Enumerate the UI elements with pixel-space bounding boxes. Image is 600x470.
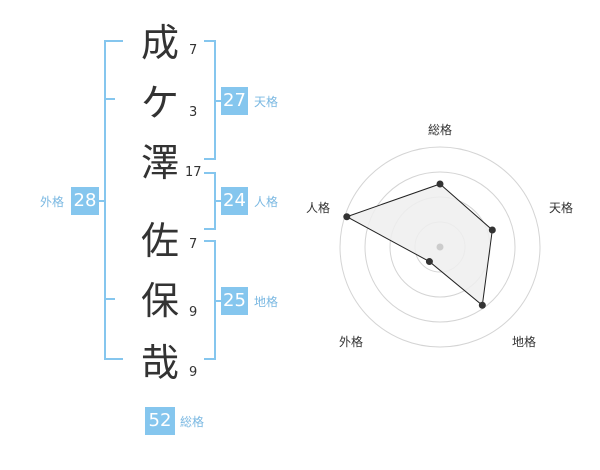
radar-point-4 — [343, 213, 351, 221]
radar-axis-label-tenkaku: 天格 — [548, 201, 573, 215]
radar-axis-label-gaikaku: 外格 — [338, 335, 363, 349]
jinkaku-value: 24 — [221, 187, 248, 215]
chikaku-bracket-bottom — [204, 358, 216, 360]
gaikaku-bracket-top — [105, 40, 123, 42]
radar-center-dot — [436, 243, 444, 251]
gaikaku-bracket-bottom — [105, 358, 123, 360]
tenkaku-label: 天格 — [254, 95, 279, 109]
jinkaku-bracket-top — [204, 172, 216, 174]
surname-char-1: 成 — [140, 21, 179, 65]
radar-grid-ring — [339, 146, 541, 348]
radar-grid-ring — [364, 171, 516, 323]
radar-axis-label-soukaku: 総格 — [427, 123, 452, 137]
tenkaku-bracket-bottom — [204, 158, 216, 160]
surname-strokes-2: 3 — [189, 105, 198, 120]
given-strokes-1: 7 — [189, 237, 198, 252]
radar-point-3 — [425, 258, 433, 266]
chikaku-connector — [214, 300, 222, 302]
soukaku-label: 総格 — [180, 415, 205, 429]
gaikaku-label: 外格 — [40, 195, 65, 209]
jinkaku-connector — [214, 200, 222, 202]
tenkaku-connector — [214, 100, 222, 102]
chikaku-bracket-top — [204, 240, 216, 242]
gaikaku-value: 28 — [71, 187, 99, 215]
given-char-2: 保 — [140, 279, 179, 323]
chikaku-value: 25 — [221, 287, 248, 315]
radar-point-0 — [436, 180, 444, 188]
given-strokes-2: 9 — [189, 305, 198, 320]
surname-char-3: 澤 — [140, 141, 179, 185]
surname-strokes-3: 17 — [185, 165, 202, 180]
given-strokes-3: 9 — [189, 365, 198, 380]
gaikaku-connector — [99, 200, 106, 202]
radar-axis-label-chikaku: 地格 — [511, 335, 536, 349]
given-char-3: 哉 — [140, 341, 179, 385]
radar-axis-label-jinkaku: 人格 — [305, 201, 330, 215]
surname-strokes-1: 7 — [189, 43, 198, 58]
tenkaku-bracket-top — [204, 40, 216, 42]
radar-point-2 — [478, 301, 486, 309]
given-char-1: 佐 — [140, 219, 179, 263]
gaikaku-tick-2 — [105, 298, 115, 300]
tenkaku-value: 27 — [221, 87, 248, 115]
radar-series-polygon — [345, 183, 493, 307]
jinkaku-label: 人格 — [254, 195, 279, 209]
gaikaku-tick-1 — [105, 98, 115, 100]
surname-char-2: ケ — [140, 81, 179, 125]
chikaku-label: 地格 — [254, 295, 279, 309]
soukaku-value: 52 — [145, 407, 175, 435]
jinkaku-bracket-bottom — [204, 228, 216, 230]
radar-point-1 — [488, 226, 496, 234]
